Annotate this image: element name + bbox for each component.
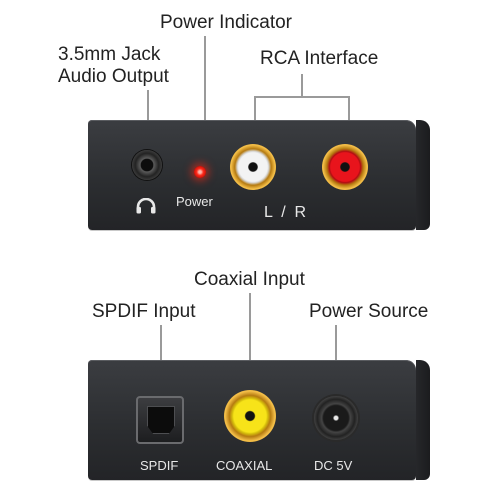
callout-jack-output-line2: Audio Output xyxy=(58,66,169,87)
dc-power-port xyxy=(314,396,358,440)
callout-spdif-input: SPDIF Input xyxy=(92,301,196,322)
spdif-label: SPDIF xyxy=(140,458,179,473)
rca-right-red-port xyxy=(322,144,368,190)
spdif-optical-port xyxy=(136,396,184,444)
device-output-panel: Power L / R xyxy=(88,120,430,230)
leader-rca-bracket-bar xyxy=(254,96,350,98)
power-led xyxy=(194,166,206,178)
headphone-jack-port xyxy=(132,150,162,180)
dc-label: DC 5V xyxy=(314,458,353,473)
optical-port-slot xyxy=(147,406,175,434)
callout-jack-output-line1: 3.5mm Jack xyxy=(58,44,161,65)
power-label: Power xyxy=(176,194,213,209)
callout-rca-interface: RCA Interface xyxy=(260,48,379,69)
leader-power-indicator xyxy=(204,36,206,164)
leader-rca-bracket-stem xyxy=(301,74,303,96)
callout-coaxial-input: Coaxial Input xyxy=(194,269,305,290)
channel-label: L / R xyxy=(264,204,307,221)
device-input-panel: SPDIF COAXIAL DC 5V xyxy=(88,360,430,480)
callout-power-source: Power Source xyxy=(309,301,429,322)
callout-power-indicator: Power Indicator xyxy=(160,12,293,33)
headphones-icon xyxy=(135,197,157,214)
device-side-edge xyxy=(416,360,430,480)
rca-left-white-port xyxy=(230,144,276,190)
leader-coaxial-input xyxy=(249,293,251,385)
coaxial-label: COAXIAL xyxy=(216,458,273,473)
coaxial-yellow-port xyxy=(224,390,276,442)
device-side-edge xyxy=(416,120,430,230)
